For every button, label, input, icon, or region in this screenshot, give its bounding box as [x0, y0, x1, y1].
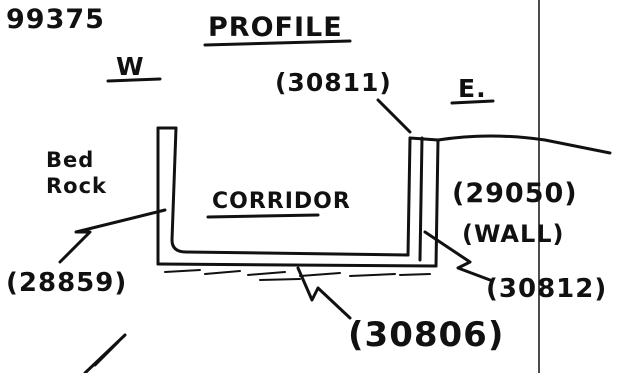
- corridor-label: CORRIDOR: [212, 189, 351, 214]
- title-underline: [203, 39, 352, 47]
- reference-number: 99375: [6, 4, 105, 35]
- label-28859: (28859): [6, 268, 128, 298]
- corridor-floor-inner: [184, 250, 410, 257]
- right-wall-top: [408, 136, 440, 142]
- rock-label-line2: Rock: [46, 174, 108, 198]
- leader-30812: [423, 230, 492, 282]
- leader-30806: [296, 266, 352, 320]
- label-30812: (30812): [486, 274, 608, 304]
- label-29050: (29050): [452, 178, 578, 209]
- ground-line: [436, 134, 612, 155]
- east-underline: [450, 99, 495, 105]
- corridor-underline: [206, 213, 320, 219]
- label-30811: (30811): [275, 68, 392, 97]
- right-wall-outer: [434, 138, 440, 268]
- rock-label-line1: Bed: [46, 148, 95, 172]
- west-label: W: [116, 52, 145, 81]
- right-wall-inner: [406, 136, 412, 257]
- corridor-floor-outer: [156, 262, 438, 268]
- pen-stroke-mark: [83, 333, 127, 373]
- west-underline: [106, 77, 162, 83]
- label-30806: (30806): [348, 315, 505, 355]
- label-wall: (WALL): [462, 220, 565, 248]
- right-wall-middle: [418, 136, 424, 262]
- east-label: E.: [458, 74, 487, 103]
- leader-30811: [376, 98, 412, 134]
- leader-28859: [58, 208, 167, 264]
- diagram-title: PROFILE: [208, 12, 343, 43]
- left-wall-inner: [170, 126, 188, 254]
- ground-hatch: [164, 269, 431, 281]
